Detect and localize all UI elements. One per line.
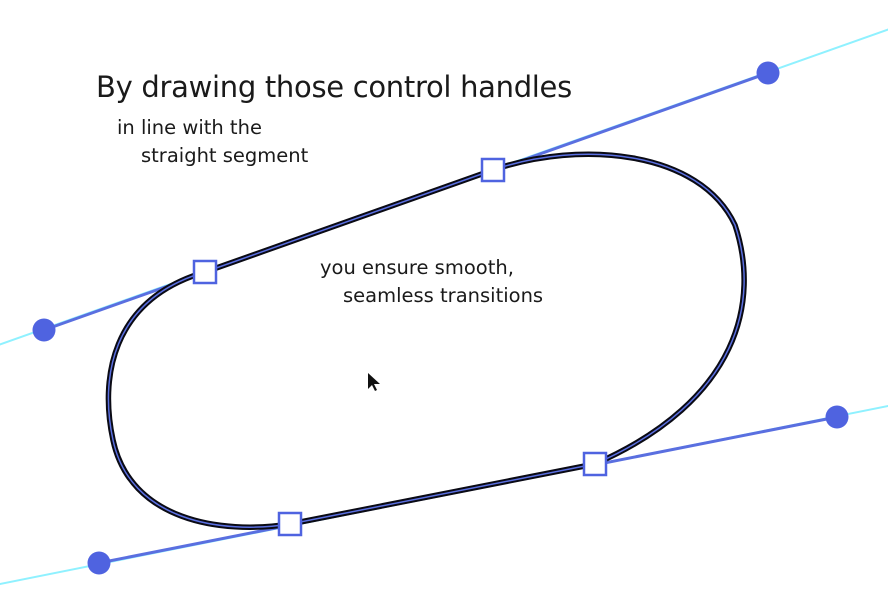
arrow-cursor-icon [368, 373, 380, 391]
caption-line-2: straight segment [141, 144, 309, 167]
caption-line-1: in line with the [117, 116, 262, 139]
caption-line-4: seamless transitions [343, 284, 544, 307]
anchor-point-bottom-right[interactable] [582, 451, 608, 477]
closed-path-highlight [107, 153, 745, 528]
anchor-point-bottom-left[interactable] [277, 511, 303, 537]
caption-title: By drawing those control handles [96, 70, 572, 104]
closed-path-outline [105, 151, 747, 530]
handle-dot-bottom-left[interactable] [87, 551, 111, 575]
anchor-point-top-left[interactable] [192, 259, 218, 285]
caption-line-3: you ensure smooth, [320, 256, 514, 279]
handle-dot-top-right[interactable] [756, 61, 780, 85]
anchor-point-top-right[interactable] [480, 157, 506, 183]
handle-dot-top-left[interactable] [32, 318, 56, 342]
handle-dot-bottom-right[interactable] [825, 405, 849, 429]
